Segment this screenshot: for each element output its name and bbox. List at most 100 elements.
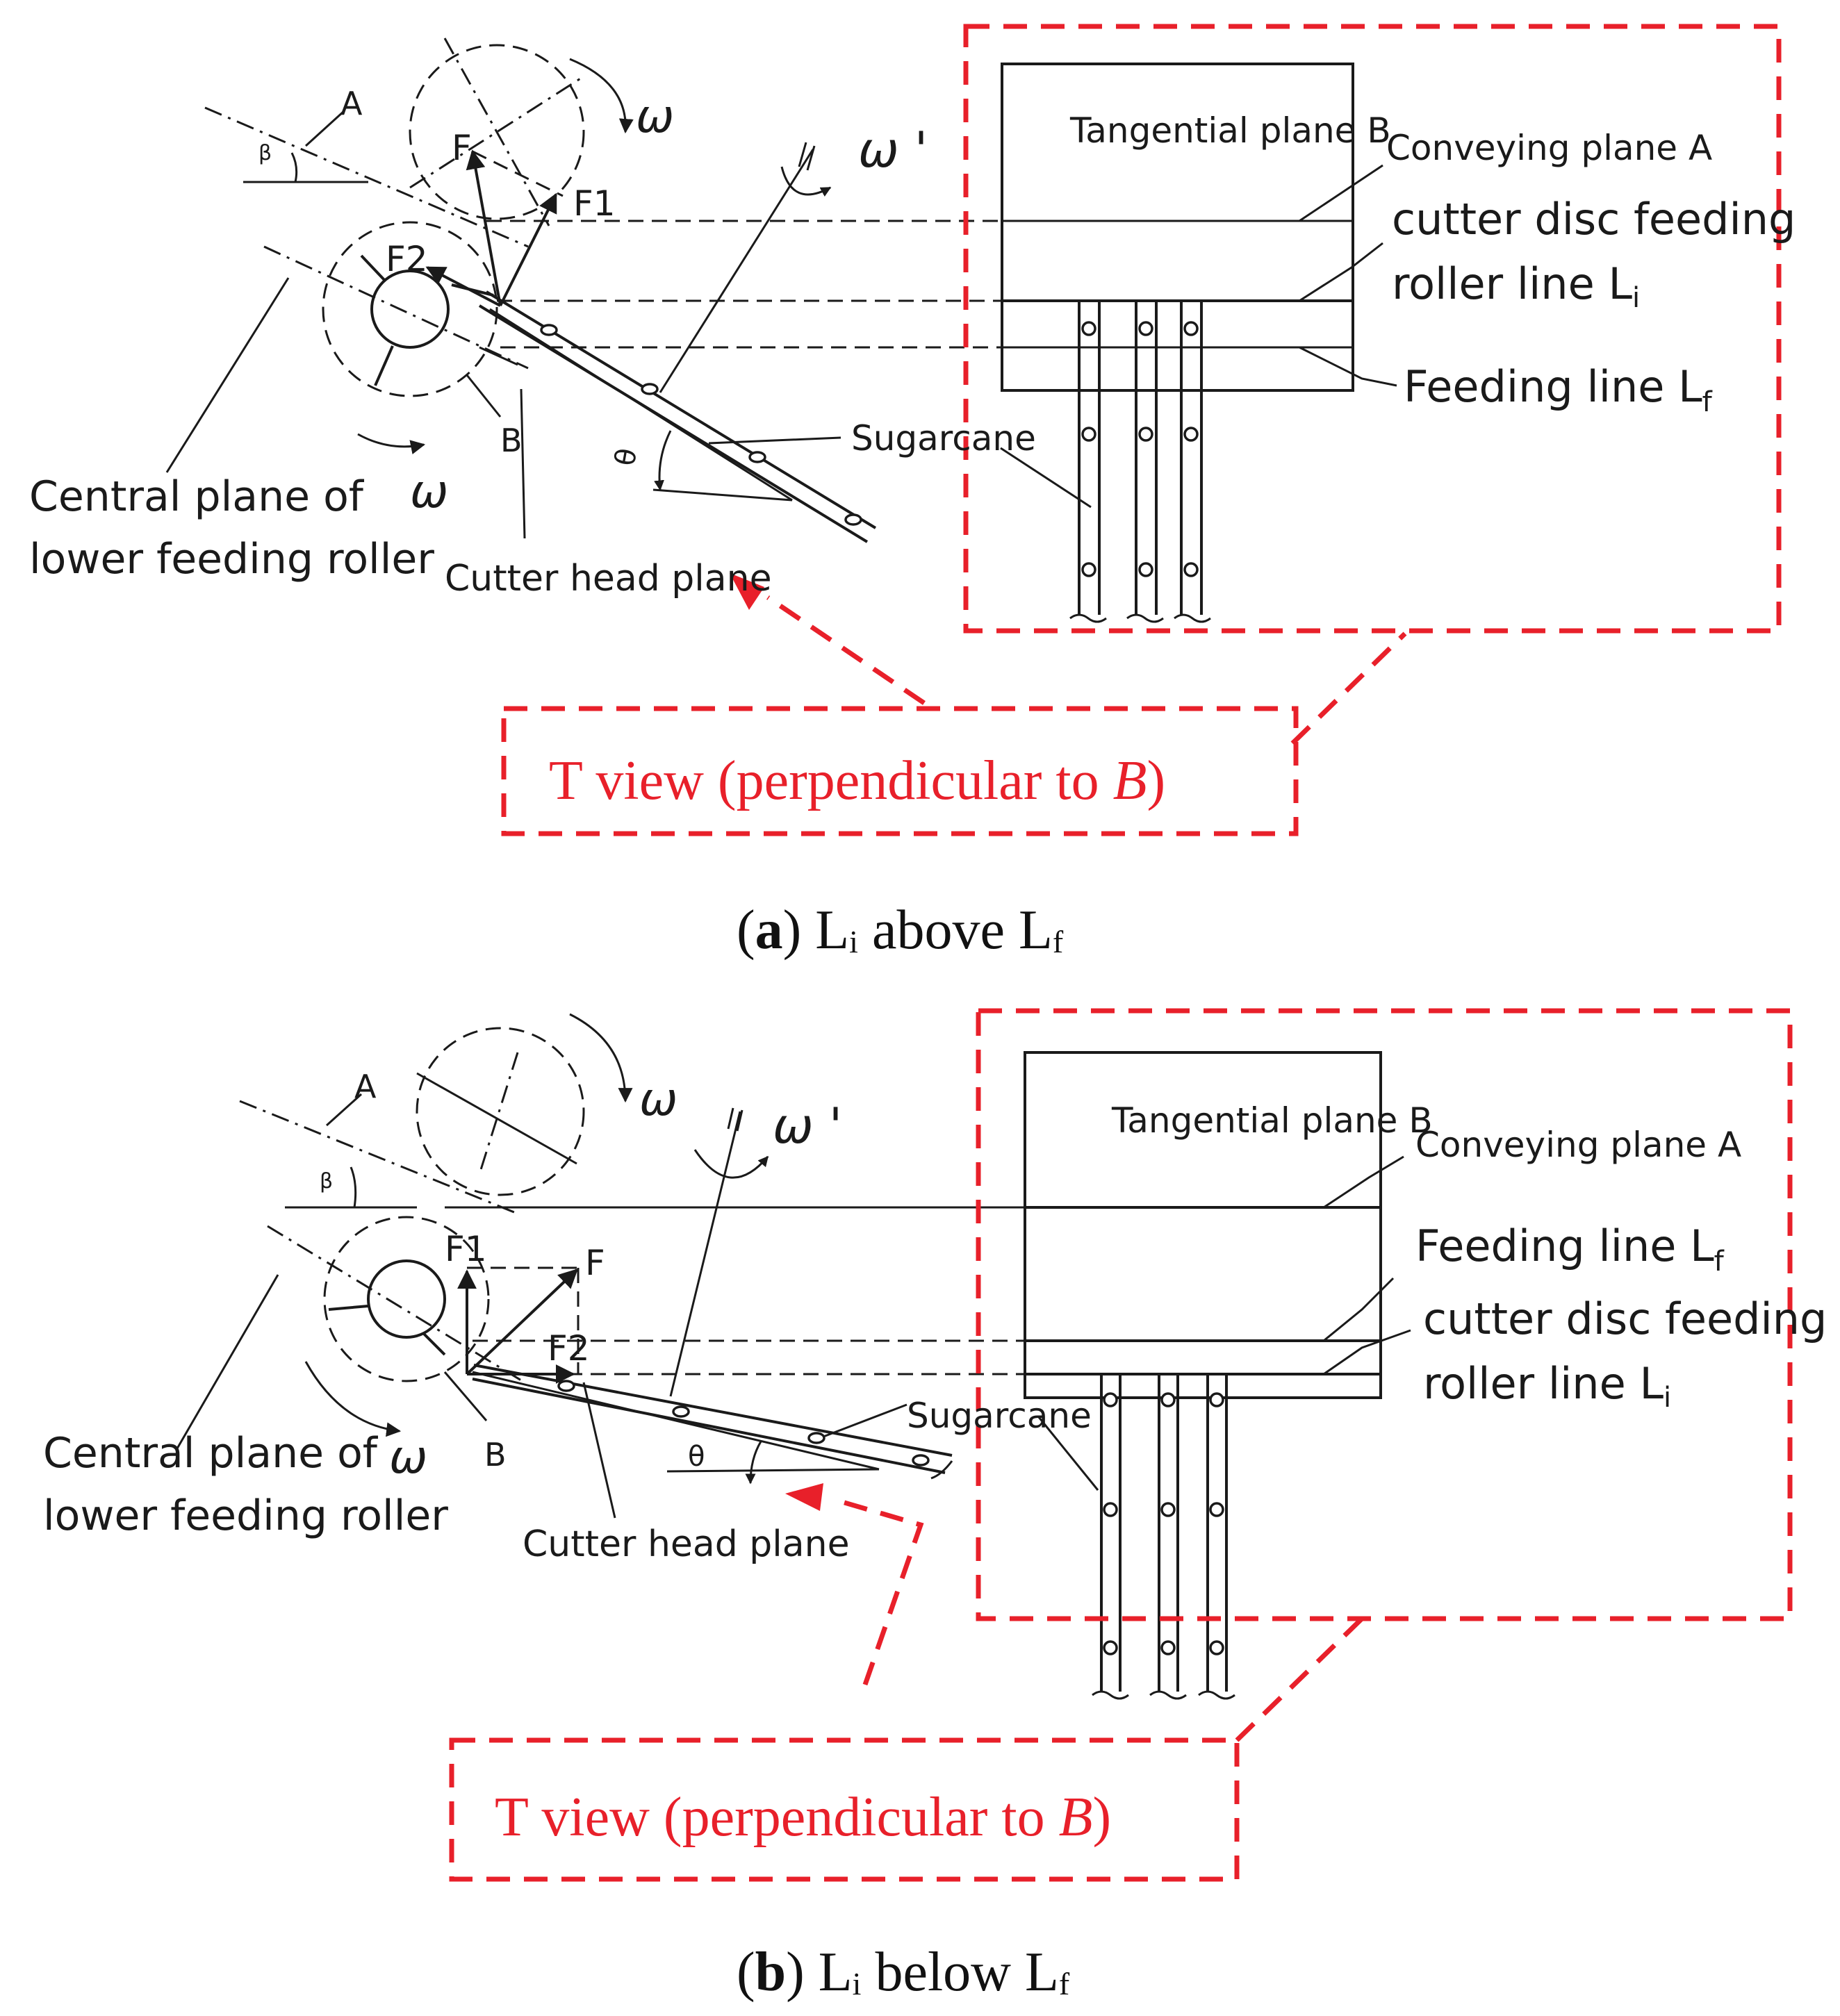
tangential-plane-b-rect [1001,63,1354,392]
label-force-f1: F1 [445,1229,487,1269]
label-omega-upper: ω [639,1073,677,1126]
cutter-head-plane-line [489,308,793,502]
label-theta: θ [609,446,644,468]
theta-angle-arc [745,1441,762,1485]
omega-rotation-upper [569,1013,633,1103]
label-tangential-plane: Tangential plane B [1111,1100,1433,1141]
t-view-box [1001,63,1397,623]
label-conveying-plane: Conveying plane A [1415,1125,1741,1165]
lower-feeding-roller [263,221,529,397]
panel-b: Tangential plane B Conveying plane A Fee… [43,1008,1827,2003]
t-view-label: T view (perpendicular to B) [495,1787,1111,1848]
omega-rotation-lower [304,1361,402,1437]
label-theta: θ [688,1441,705,1473]
leader-cutter-disc [1299,242,1383,302]
label-cutter-head-plane: Cutter head plane [445,558,772,600]
t-view-callout-line [1290,631,1407,745]
leader-central-plane [165,277,290,473]
label-force-f1: F1 [573,183,616,224]
leader-a [325,1093,363,1127]
upper-feeding-roller [416,1027,585,1196]
conveying-plane-a-line [204,106,529,248]
sugarcane-side [472,1364,953,1480]
label-force-f2: F2 [548,1328,590,1369]
leader-conveying-a [1323,1155,1404,1209]
t-view-label: T view (perpendicular to B) [549,750,1165,811]
label-a: A [340,85,363,122]
theta-angle-arc [654,430,672,491]
cutter-head-plane-line [472,1371,880,1471]
t-view-label-frame [449,1737,1240,1882]
leader-sugarcane [708,436,841,445]
label-central-plane-1: Central plane of [43,1429,379,1478]
label-omega-upper: ω [636,90,674,143]
force-f1-vector [499,192,557,306]
leader-sugarcane [823,1403,907,1438]
label-omega-prime: ω ' [773,1098,842,1155]
label-cutter-line-2: roller line Li [1392,258,1640,314]
label-sugarcane: Sugarcane [851,418,1036,458]
upper-feeding-roller [409,38,585,226]
leader-b [443,1371,488,1421]
label-sugarcane: Sugarcane [907,1396,1092,1436]
t-view-pointer-line [766,595,926,705]
leader-feeding-line [1299,346,1397,387]
omega-prime-rotation [693,1149,769,1179]
label-central-plane-1: Central plane of [29,472,365,521]
force-f-vector [466,1269,579,1375]
omega-rotation-lower [357,433,426,454]
label-force-f: F [452,128,472,168]
t-view-box [1024,1051,1411,1700]
sugarcane-top-view [1069,301,1211,623]
force-f-vector [466,149,502,306]
leader-cutter-head-plane [520,388,526,539]
leader-feeding-line [1323,1277,1395,1342]
t-view-label-frame [501,706,1299,836]
leader-cutter-head-plane [582,1382,616,1519]
label-force-f: F [585,1243,605,1283]
label-omega-lower: ω [389,1430,427,1484]
omega-prime-rotation [780,166,832,197]
leader-cutter-disc [1323,1329,1411,1375]
sugarcane-top-view [1092,1374,1235,1700]
label-omega-prime: ω ' [858,122,928,179]
label-feeding-line: Feeding line Lf [1404,361,1713,418]
cutter-shaft [659,149,814,393]
panel-a: Tangential plane B Conveying plane A cut… [29,24,1796,961]
label-tangential-plane: Tangential plane B [1069,110,1391,151]
t-view-highlight-frame [963,24,1782,634]
label-omega-lower: ω [410,465,448,518]
leader-conveying-a [1299,164,1383,222]
label-cutter-line-2: roller line Li [1423,1358,1671,1414]
beta-angle-arc [350,1166,357,1208]
lower-feeding-roller [267,1216,525,1384]
label-central-plane-2: lower feeding roller [43,1492,448,1540]
caption-b: (b) Li below Lf [737,1942,1070,2003]
beta-angle-arc [290,152,298,183]
t-view-highlight-frame [976,1008,1793,1621]
label-conveying-plane: Conveying plane A [1386,128,1712,168]
label-cutter-line-1: cutter disc feeding [1392,194,1796,245]
label-feeding-line: Feeding line Lf [1415,1221,1725,1278]
caption-a: (a) Li above Lf [737,900,1064,961]
conveying-plane-a-line [239,1100,515,1214]
omega-rotation-upper [569,58,634,134]
label-b: B [500,422,523,459]
leader-central-plane [176,1274,279,1449]
label-beta: β [258,141,272,165]
label-cutter-head-plane: Cutter head plane [523,1523,850,1565]
label-b: B [484,1436,507,1473]
t-view-pointer-line [837,1498,924,1686]
tangential-plane-b-rect [1024,1051,1382,1399]
label-cutter-line-1: cutter disc feeding [1423,1294,1827,1344]
label-beta: β [320,1169,333,1193]
leader-a [304,110,345,147]
label-a: A [354,1068,377,1105]
force-f2-vector [425,266,501,307]
t-view-pointer-arrowhead [730,573,764,610]
t-view-pointer-arrowhead [785,1483,823,1511]
label-central-plane-2: lower feeding roller [29,535,434,584]
leader-b [466,374,502,418]
label-force-f2: F2 [386,239,428,279]
